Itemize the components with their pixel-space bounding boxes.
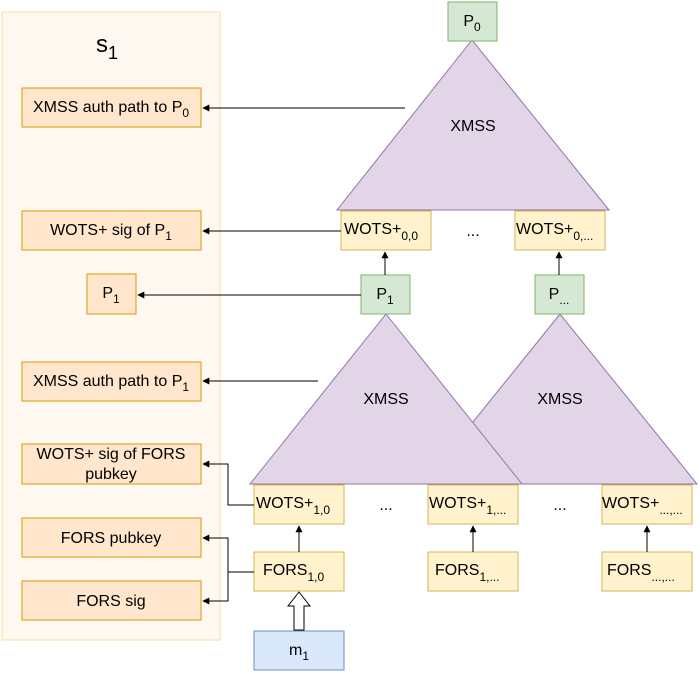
wots-dots-dots: WOTS+...,... — [601, 484, 693, 525]
svg-text:WOTS+0,0: WOTS+0,0 — [344, 221, 418, 243]
svg-text:pubkey: pubkey — [85, 466, 137, 483]
panel-item-fors-sig: FORS sig — [21, 580, 202, 621]
xmss-tree-mid-right-label: XMSS — [537, 391, 582, 408]
panel-item-fors-pubkey: FORS pubkey — [21, 517, 202, 558]
svg-text:WOTS+1,0: WOTS+1,0 — [256, 495, 330, 517]
svg-text:P...: P... — [549, 286, 570, 307]
panel-item-wots-sig-p1: WOTS+ sig of P1 — [21, 210, 202, 251]
xmss-tree-mid-right — [421, 313, 699, 485]
svg-text:XMSS auth path to P1: XMSS auth path to P1 — [33, 373, 189, 394]
fors-1-dots: FORS1,... — [427, 551, 519, 592]
ellipsis-wots-row-bottom-left: ... — [379, 497, 392, 514]
svg-text:WOTS+ sig of FORS: WOTS+ sig of FORS — [37, 446, 186, 463]
wots-0-0: WOTS+0,0 — [340, 210, 432, 251]
svg-text:XMSS auth path to P0: XMSS auth path to P0 — [33, 99, 189, 120]
xmss-tree-top-label: XMSS — [450, 118, 495, 135]
arrow-fors-pubkey — [202, 534, 229, 572]
svg-text:m1: m1 — [289, 642, 309, 663]
panel-item-xmss-auth-p0: XMSS auth path to P0 — [21, 87, 202, 128]
message-m1: m1 — [253, 630, 345, 671]
svg-text:P1: P1 — [376, 286, 394, 307]
svg-text:FORS1,...: FORS1,... — [435, 562, 499, 584]
panel-title: s1 — [96, 31, 118, 63]
xmss-tree-top — [335, 39, 611, 211]
panel-item-xmss-auth-p1: XMSS auth path to P1 — [21, 361, 202, 402]
svg-text:P0: P0 — [463, 13, 481, 34]
svg-text:FORS sig: FORS sig — [76, 593, 145, 610]
hollow-arrow-message-to-fors — [286, 591, 312, 631]
root-p1: P1 — [360, 274, 411, 315]
wots-0-dots: WOTS+0,... — [514, 210, 606, 251]
xmss-tree-mid-left — [248, 313, 524, 485]
svg-text:WOTS+ sig of P1: WOTS+ sig of P1 — [50, 222, 172, 243]
fors-1-0: FORS1,0 — [253, 551, 345, 592]
arrow-wots-sig-fors — [202, 460, 254, 506]
svg-text:WOTS+1,...: WOTS+1,... — [429, 495, 506, 517]
svg-text:FORS1,0: FORS1,0 — [263, 562, 324, 584]
ellipsis-wots-row-top: ... — [466, 223, 479, 240]
root-p0: P0 — [447, 1, 498, 42]
panel-item-p1: P1 — [86, 273, 137, 315]
arrow-fors-sig — [202, 572, 229, 605]
fors-dots-dots: FORS...,... — [601, 551, 693, 592]
svg-text:FORS...,...: FORS...,... — [607, 562, 675, 584]
svg-text:FORS pubkey: FORS pubkey — [61, 530, 161, 547]
xmss-tree-mid-left-label: XMSS — [363, 391, 408, 408]
wots-1-dots: WOTS+1,... — [427, 484, 519, 525]
svg-text:WOTS+...,...: WOTS+...,... — [602, 495, 683, 517]
svg-text:WOTS+0,...: WOTS+0,... — [516, 221, 593, 243]
panel-item-wots-sig-fors: WOTS+ sig of FORS pubkey — [21, 443, 202, 485]
svg-text:P1: P1 — [102, 285, 120, 306]
ellipsis-wots-row-bottom-right: ... — [553, 497, 566, 514]
root-p-dots: P... — [534, 274, 585, 315]
wots-1-0: WOTS+1,0 — [253, 484, 345, 525]
